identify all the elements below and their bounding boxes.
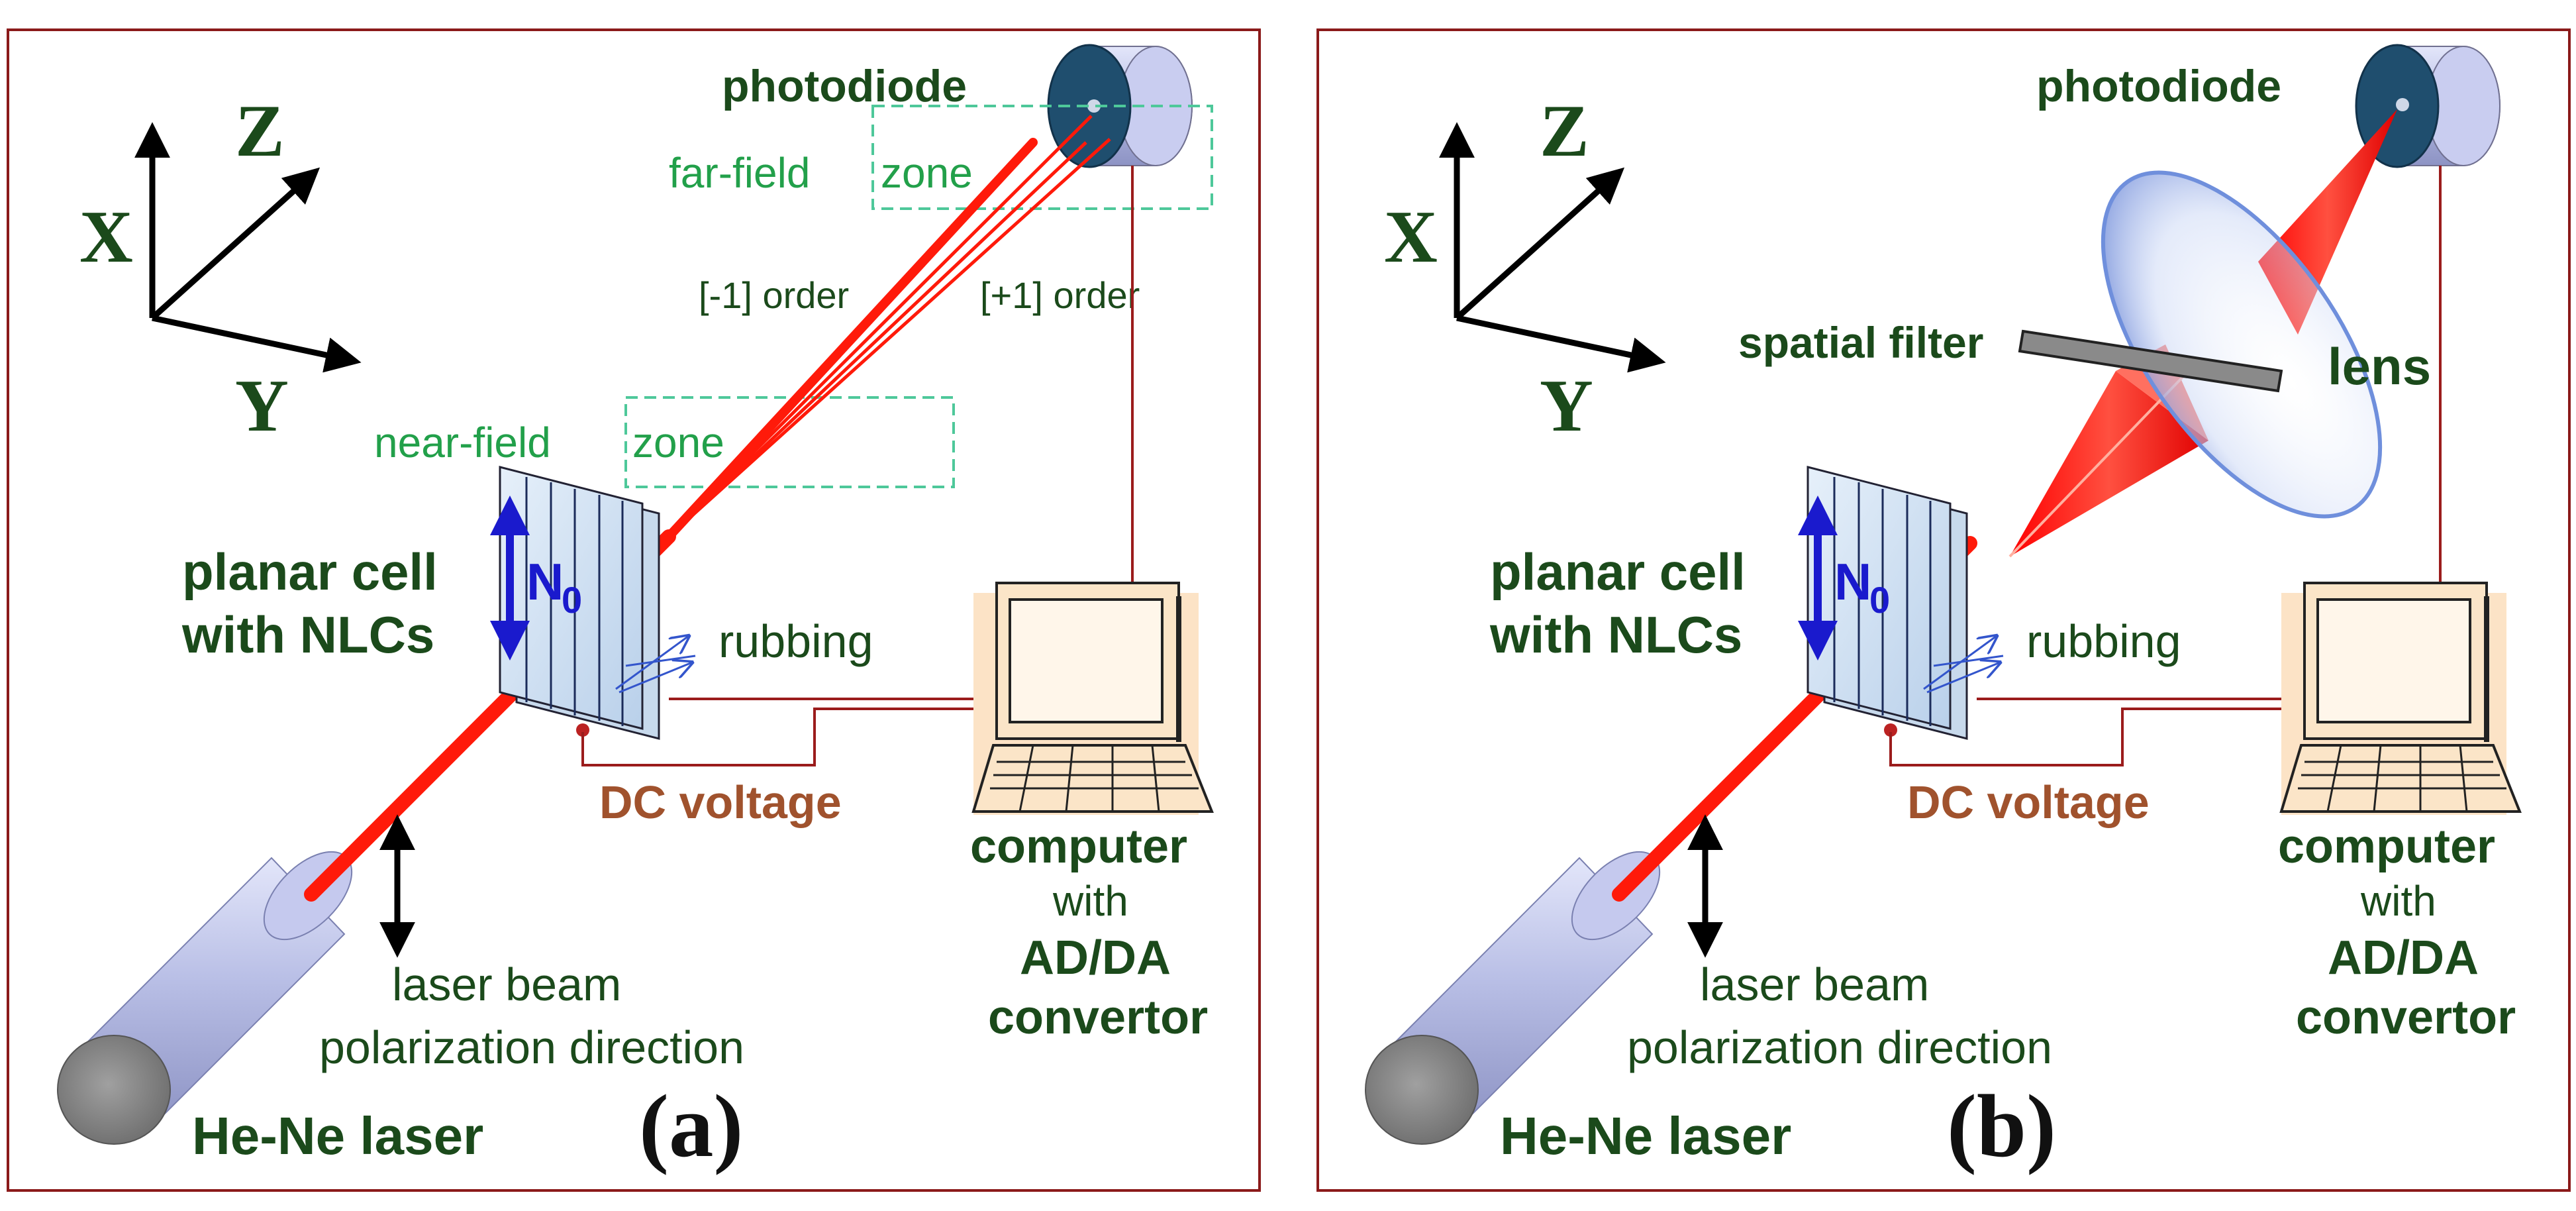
convertor-label: convertor (988, 991, 1208, 1044)
adda-label: AD/DA (1020, 931, 1171, 984)
far-field-zone-box (871, 105, 1213, 210)
laser-beam-label: laser beam (1700, 959, 1929, 1010)
order-minus-label: [-1] order (699, 274, 849, 316)
panel-a-frame (7, 28, 1261, 1192)
spatial-filter-label: spatial filter (1738, 318, 1983, 367)
near-field-zone-box (624, 396, 955, 488)
polarization-label: polarization direction (319, 1022, 744, 1073)
axes-a (134, 122, 362, 373)
laser-label: He-Ne laser (192, 1106, 483, 1165)
axis-x-label: X (1384, 196, 1438, 278)
axis-z-label: Z (235, 90, 285, 172)
dc-voltage-label: DC voltage (1907, 776, 2150, 828)
computer-label: computer (970, 820, 1187, 873)
convertor-label: convertor (2296, 991, 2516, 1044)
polarization-label: polarization direction (1627, 1022, 2052, 1073)
axis-z-label: Z (1540, 90, 1589, 172)
wires-a (581, 166, 1134, 766)
panel-b-frame (1316, 28, 2571, 1192)
adda-label: AD/DA (2328, 931, 2479, 984)
rubbing-label: rubbing (718, 615, 873, 667)
spatial-filter-b (2018, 329, 2283, 393)
planar-cell-b (1798, 466, 2003, 740)
cell-label-line2: with NLCs (181, 606, 434, 664)
axes-b (1439, 122, 1666, 373)
lens-b (2101, 170, 2383, 519)
computer-b (2279, 582, 2522, 815)
cell-label-line1: planar cell (182, 543, 438, 601)
order-plus-label: [+1] order (980, 274, 1140, 316)
computer-with-label: with (1052, 877, 1128, 925)
panel-b: X Z Y photodiode lens (1316, 28, 2571, 1192)
n0-subscript: 0 (562, 579, 582, 621)
cell-label-line1: planar cell (1490, 543, 1746, 601)
rubbing-label: rubbing (2026, 615, 2181, 667)
far-field-zone-label: zone (881, 149, 973, 197)
axis-y-label: Y (1540, 365, 1593, 447)
cell-label-line2: with NLCs (1489, 606, 1742, 664)
n0-subscript: 0 (1869, 579, 1890, 621)
far-field-label: far-field (669, 149, 810, 197)
near-field-zone-label: zone (632, 419, 724, 466)
photodiode-label: photodiode (722, 61, 967, 111)
n0-symbol: N (526, 553, 564, 611)
n0-symbol: N (1834, 553, 1871, 611)
near-field-label: near-field (374, 419, 551, 466)
he-ne-laser-b (1365, 851, 1661, 1145)
panel-a: X Z Y photodiode far-field zone near-fie… (7, 28, 1261, 1192)
panel-b-label: (b) (1947, 1077, 2056, 1176)
laser-beam-label: laser beam (392, 959, 621, 1010)
axis-x-label: X (79, 196, 133, 278)
wires-b (1889, 166, 2442, 766)
lens-label: lens (2328, 337, 2431, 395)
panel-a-label: (a) (639, 1077, 743, 1176)
dc-voltage-label: DC voltage (599, 776, 842, 828)
diffraction-orders-a (668, 115, 1111, 538)
computer-a (971, 582, 1214, 815)
planar-cell-a (490, 466, 695, 740)
photodiode-label: photodiode (2036, 61, 2281, 111)
axis-y-label: Y (235, 365, 289, 447)
laser-label: He-Ne laser (1500, 1106, 1791, 1165)
computer-label: computer (2278, 820, 2495, 873)
computer-with-label: with (2360, 877, 2436, 925)
